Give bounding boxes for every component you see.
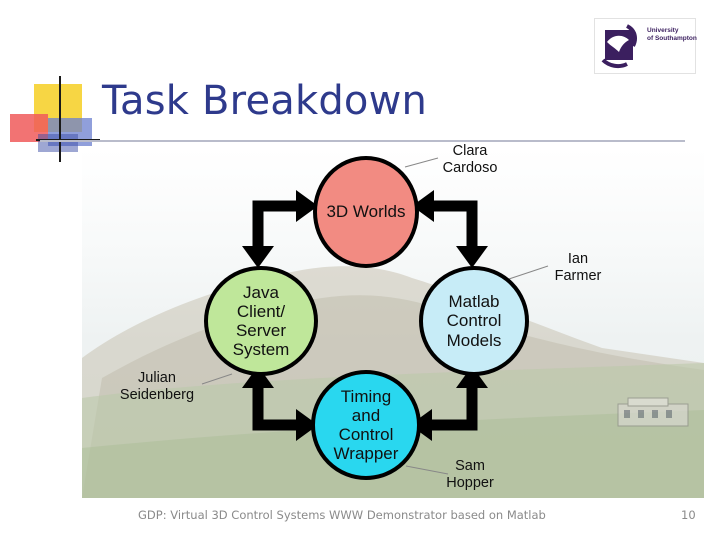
node-matlab-control-models: Matlab Control Models [419,266,529,376]
title-divider [40,140,685,142]
slide-footer: GDP: Virtual 3D Control Systems WWW Demo… [138,508,546,522]
slide-title: Task Breakdown [102,78,428,124]
arrow-worlds-matlab [430,200,478,250]
page-number: 10 [681,508,696,522]
dolphin-shield-icon [601,24,637,69]
arrow-matlab-timing [428,385,478,431]
node-timing-control-wrapper: Timing and Control Wrapper [311,370,421,480]
arrow-timing-java [252,385,300,431]
node-java-client-server: Java Client/ Server System [204,266,318,376]
node-3d-worlds: 3D Worlds [313,156,419,268]
arrow-worlds-java [252,200,300,250]
